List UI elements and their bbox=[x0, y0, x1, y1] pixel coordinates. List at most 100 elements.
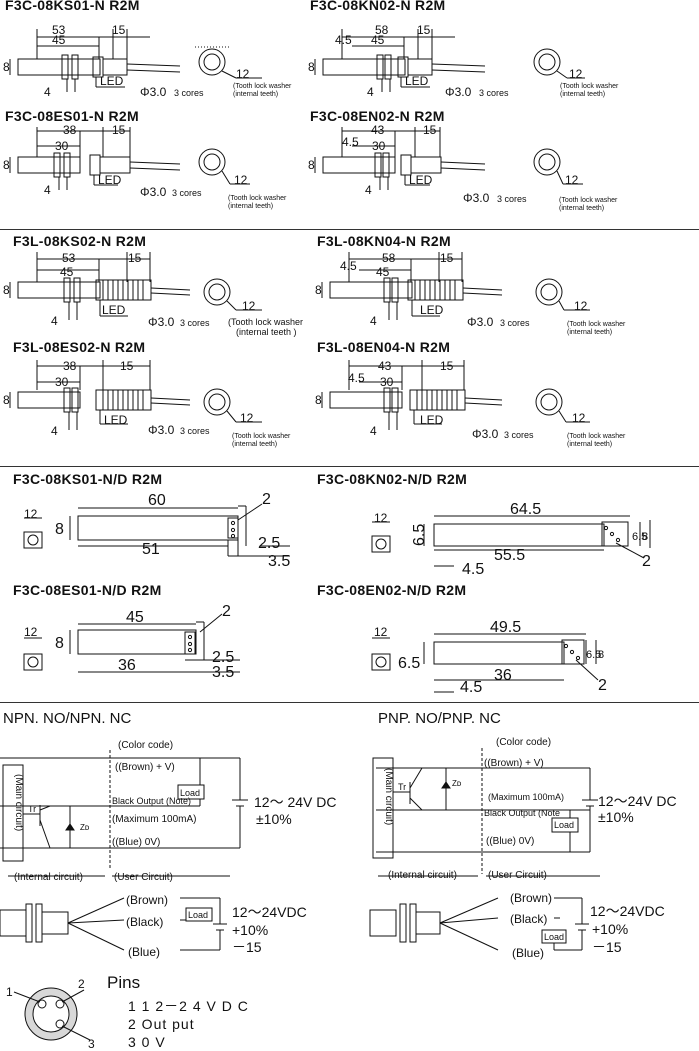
wire-label-brown: ((Brown) + V) bbox=[484, 758, 544, 769]
cores-label: 3 cores bbox=[479, 88, 509, 98]
washer-note: (Tooth lock washer bbox=[567, 433, 626, 440]
washer-note: (Tooth lock washer bbox=[228, 195, 287, 202]
cores-label: 3 cores bbox=[174, 88, 204, 98]
dim-label: 12 bbox=[24, 507, 38, 521]
washer-note: (Tooth lock washer bbox=[559, 197, 618, 204]
dim-label: 58 bbox=[375, 23, 389, 37]
max-current: (Maximum 100mA) bbox=[112, 814, 196, 825]
washer-note: (internal teeth) bbox=[560, 91, 605, 98]
model-title: F3L-08ES02-N R2M bbox=[13, 339, 146, 355]
supply-label: 12～24VDC bbox=[232, 904, 307, 920]
flat-sensor-drawing: 12 8 60 51 2 2.5 3.5 bbox=[23, 491, 290, 570]
zener-label: Zᴅ bbox=[80, 823, 90, 832]
dim-label: 45 bbox=[376, 265, 390, 279]
sensor-drawing: 53 45 15 8 4 LED Φ3.0 3 cores 12 (Tooth … bbox=[3, 251, 303, 337]
washer-note: (internal teeth) bbox=[232, 441, 277, 448]
washer-size: 12 bbox=[242, 299, 256, 313]
dim-label: 4 bbox=[365, 183, 372, 197]
sensor-drawing: 58 4.5 45 15 8 4 LED Φ3.0 3 cores 12 (To… bbox=[315, 251, 626, 336]
dim-label: 2.5 bbox=[258, 535, 280, 552]
dim-label: 4.5 bbox=[342, 135, 359, 149]
dim-label: 45 bbox=[60, 265, 74, 279]
dim-label: 43 bbox=[371, 123, 385, 137]
dim-label: 4 bbox=[367, 85, 374, 99]
tolerance-label: +10% bbox=[592, 921, 628, 937]
dim-label: 12 bbox=[24, 625, 38, 639]
dim-label: 8 bbox=[315, 393, 322, 407]
led-label: LED bbox=[102, 303, 126, 317]
dim-label: 15 bbox=[417, 23, 431, 37]
dim-label: 4.5 bbox=[348, 371, 365, 385]
model-title: F3C-08ES01-N/D R2M bbox=[13, 582, 162, 598]
dim-label: 8 bbox=[598, 649, 604, 661]
dim-label: 3.5 bbox=[212, 664, 234, 681]
npn-wiring-sketch: (Brown) (Black) (Blue) Load 12～24VDC +10… bbox=[0, 893, 307, 959]
washer-note: (internal teeth ) bbox=[236, 327, 297, 337]
dim-label: 8 bbox=[3, 60, 10, 74]
dim-label: 4.5 bbox=[462, 561, 484, 578]
dim-label: 6.5 bbox=[398, 655, 420, 672]
wire-label-black: (Black) bbox=[126, 915, 163, 929]
cable-label: Φ3.0 bbox=[140, 185, 167, 199]
dim-label: 4 bbox=[370, 424, 377, 438]
internal-circuit-label: (Internal circuit) bbox=[388, 870, 457, 881]
dim-label: 4.5 bbox=[340, 259, 357, 273]
led-label: LED bbox=[405, 74, 429, 88]
user-circuit-label: (User Circuit) bbox=[114, 872, 173, 883]
dim-label: 8 bbox=[3, 393, 10, 407]
sensor-drawing: 43 4.5 30 15 8 4 LED Φ3.0 3 cores 12 (To… bbox=[308, 123, 618, 212]
supply-label: 12～24V DC bbox=[598, 793, 677, 809]
cable-label: Φ3.0 bbox=[148, 315, 175, 329]
dim-label: 8 bbox=[55, 635, 64, 652]
color-code: (Color code) bbox=[496, 737, 551, 748]
dim-label: 60 bbox=[148, 492, 166, 509]
washer-note: (internal teeth) bbox=[559, 205, 604, 212]
dim-label: 30 bbox=[380, 375, 394, 389]
wire-label-blue: ((Blue) 0V) bbox=[486, 836, 534, 847]
washer-size: 12 bbox=[572, 411, 586, 425]
led-label: LED bbox=[98, 173, 122, 187]
cores-label: 3 cores bbox=[497, 194, 527, 204]
led-label: LED bbox=[104, 413, 128, 427]
dim-label: 53 bbox=[62, 251, 76, 265]
main-circuit-label: (Main circuit) bbox=[383, 768, 394, 825]
washer-size: 12 bbox=[234, 173, 248, 187]
dim-label: 2 bbox=[642, 553, 651, 570]
supply-label: 12～ 24V DC bbox=[254, 794, 336, 810]
dim-label: 3.5 bbox=[268, 553, 290, 570]
dim-label: 8 bbox=[3, 283, 10, 297]
wire-label-black: Black Output (Note) bbox=[112, 796, 191, 806]
washer-note: (Tooth lock washer bbox=[567, 321, 626, 328]
dim-label: 8 bbox=[642, 531, 648, 543]
cores-label: 3 cores bbox=[500, 318, 530, 328]
dim-label: 30 bbox=[372, 139, 386, 153]
washer-note: (internal teeth) bbox=[233, 91, 278, 98]
dim-label: 4 bbox=[44, 183, 51, 197]
sensor-drawing: 58 4.5 45 15 8 4 LED Φ3.0 3 cores 12 (To… bbox=[308, 23, 619, 99]
dim-label: 4 bbox=[370, 314, 377, 328]
dim-label: 51 bbox=[142, 541, 160, 558]
led-label: LED bbox=[409, 173, 433, 187]
sensor-drawing: 38 30 15 8 4 LED Φ3.0 3 cores 12 (Tooth … bbox=[3, 123, 287, 210]
dim-label: 4 bbox=[51, 424, 58, 438]
dim-label: 4.5 bbox=[460, 679, 482, 696]
user-circuit-label: (User Circuit) bbox=[488, 870, 547, 881]
dim-label: 8 bbox=[308, 158, 315, 172]
pnp-circuit: (Color code) ((Brown) + V) (Maximum 100m… bbox=[372, 737, 677, 881]
wire-label-blue: ((Blue) 0V) bbox=[112, 837, 160, 848]
dim-label: 38 bbox=[63, 359, 77, 373]
dim-label: 8 bbox=[315, 283, 322, 297]
dim-label: 15 bbox=[112, 123, 126, 137]
model-title: F3C-08EN02-N/D R2M bbox=[317, 582, 467, 598]
pin-description: 3 0 V bbox=[128, 1034, 166, 1050]
flat-sensor-drawing: 12 8 45 36 2 2.5 3.5 bbox=[23, 603, 240, 681]
model-title: F3C-08EN02-N R2M bbox=[310, 108, 445, 124]
model-title: F3C-08KS01-N/D R2M bbox=[13, 471, 163, 487]
cable-label: Φ3.0 bbox=[445, 85, 472, 99]
led-label: LED bbox=[100, 74, 124, 88]
dim-label: 15 bbox=[440, 359, 454, 373]
dim-label: 2 bbox=[598, 677, 607, 694]
sensor-drawing: 38 30 15 8 4 LED Φ3.0 3 cores 12 (Tooth … bbox=[3, 359, 291, 448]
washer-note: (internal teeth) bbox=[567, 441, 612, 448]
dim-label: 55.5 bbox=[494, 547, 525, 564]
